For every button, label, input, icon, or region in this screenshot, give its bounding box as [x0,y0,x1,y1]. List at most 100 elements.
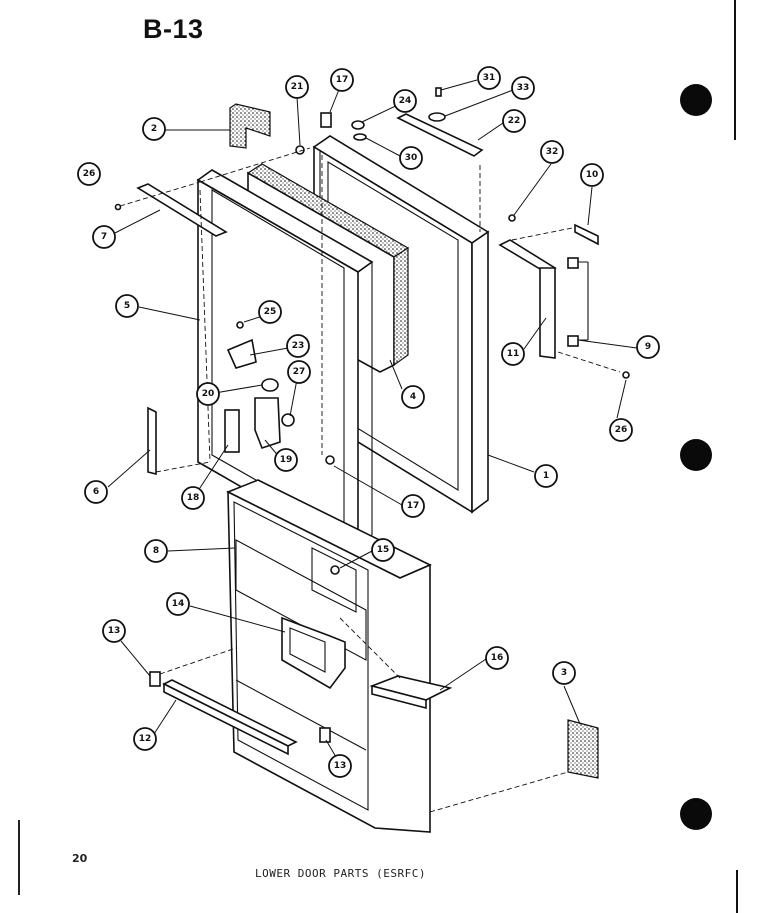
left-margin-line [18,820,20,895]
binder-hole-middle [680,439,712,471]
svg-text:11: 11 [507,349,520,359]
svg-text:13: 13 [334,761,347,771]
callout-33: 33 [511,76,535,100]
svg-text:14: 14 [172,599,185,609]
callout-15: 15 [371,538,395,562]
bracket-part-14 [281,616,346,690]
svg-text:22: 22 [508,116,521,126]
callout-16: 16 [485,646,509,670]
callout-20: 20 [196,382,220,406]
callout-25: 25 [258,300,282,324]
clip-part-13-right [319,727,331,743]
panel-part-3 [567,719,599,779]
strip-part-6 [147,406,157,476]
part-26-right [622,371,630,379]
page-number: 20 [72,852,88,865]
part-31 [435,87,442,97]
callout-13-right: 13 [328,754,352,778]
svg-text:21: 21 [291,82,304,92]
callout-17-bottom: 17 [401,494,425,518]
svg-text:17: 17 [336,75,349,85]
svg-text:5: 5 [124,301,130,311]
callout-4: 4 [401,385,425,409]
svg-text:30: 30 [405,153,418,163]
callout-1: 1 [534,464,558,488]
part-32 [508,214,516,222]
callout-31: 31 [477,66,501,90]
binder-hole-top [680,84,712,116]
svg-text:12: 12 [139,734,152,744]
svg-text:6: 6 [93,487,99,497]
callout-8: 8 [144,539,168,563]
callout-18: 18 [181,486,205,510]
svg-text:15: 15 [377,545,390,555]
part-17-top [320,112,332,128]
svg-text:3: 3 [561,668,567,678]
callout-14: 14 [166,592,190,616]
page-edge-line-bottom [736,870,738,913]
svg-text:10: 10 [586,170,599,180]
callout-6: 6 [84,480,108,504]
part-20 [261,378,279,392]
bottom-trim-part-12 [162,679,298,756]
part-18 [224,409,240,453]
callout-26-right: 26 [609,418,633,442]
assembly-dash-lines [119,147,621,813]
callout-3: 3 [552,661,576,685]
callout-32: 32 [540,140,564,164]
callout-21: 21 [285,75,309,99]
callout-27: 27 [287,360,311,384]
diagram-caption: LOWER DOOR PARTS (ESRFC) [255,867,426,880]
callout-22: 22 [502,109,526,133]
callout-11: 11 [501,342,525,366]
part-15 [330,565,340,575]
corner-part-2 [229,103,271,149]
callout-23: 23 [286,334,310,358]
callout-30: 30 [399,146,423,170]
svg-text:20: 20 [202,389,215,399]
svg-text:7: 7 [101,232,107,242]
svg-text:25: 25 [264,307,277,317]
svg-text:27: 27 [293,367,306,377]
svg-text:33: 33 [517,83,530,93]
svg-text:16: 16 [491,653,504,663]
svg-text:23: 23 [292,341,305,351]
callout-24: 24 [393,89,417,113]
callout-9: 9 [636,335,660,359]
svg-text:24: 24 [399,96,412,106]
callout-17-top: 17 [330,68,354,92]
handle-part-11 [498,239,557,359]
svg-text:31: 31 [483,73,496,83]
part-23 [226,338,257,369]
svg-text:2: 2 [151,124,157,134]
part-26-left [114,203,122,211]
part-24 [351,120,365,130]
svg-text:18: 18 [187,493,200,503]
callout-26-left: 26 [77,162,101,186]
part-17-bottom [325,455,335,465]
svg-text:4: 4 [410,392,416,402]
callout-5: 5 [115,294,139,318]
callout-12: 12 [133,727,157,751]
callout-13-left: 13 [102,619,126,643]
binder-hole-bottom [680,798,712,830]
svg-text:26: 26 [83,169,96,179]
svg-text:13: 13 [108,626,121,636]
hinge-part-22 [396,113,484,157]
part-27 [281,413,295,427]
callout-2: 2 [142,117,166,141]
svg-text:1: 1 [543,471,549,481]
bracket-part-9 [567,257,589,347]
svg-text:17: 17 [407,501,420,511]
part-25 [236,321,244,329]
svg-text:19: 19 [280,455,293,465]
svg-text:26: 26 [615,425,628,435]
diagram-title: B-13 [143,14,204,44]
part-30 [353,133,367,141]
page-edge-line-top [734,0,736,140]
svg-text:9: 9 [645,342,651,352]
svg-text:8: 8 [153,546,159,556]
part-33 [428,112,446,122]
